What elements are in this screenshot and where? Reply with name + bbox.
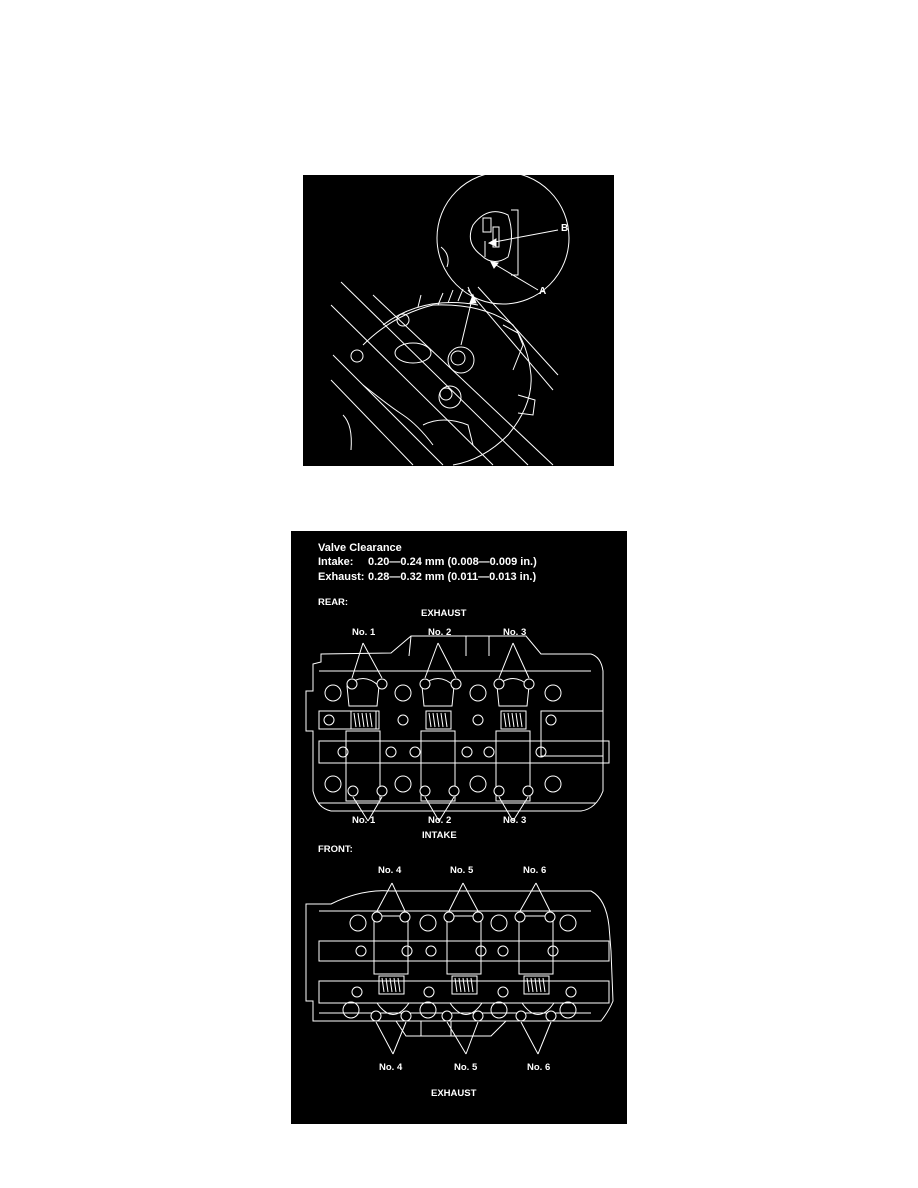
front-top-no4: No. 4 — [378, 865, 402, 876]
front-head — [305, 882, 614, 1055]
engine-line-art — [330, 175, 570, 466]
rear-head — [305, 635, 610, 822]
rear-top-no3: No. 3 — [503, 627, 527, 638]
rear-intake-label: INTAKE — [422, 830, 457, 841]
rear-top-no1: No. 1 — [352, 627, 376, 638]
rear-heading: REAR: — [318, 597, 349, 608]
rear-bottom-no1: No. 1 — [352, 815, 376, 825]
front-exhaust-label: EXHAUST — [431, 1088, 477, 1099]
timing-mark-illustration: B A — [303, 175, 614, 466]
exhaust-spec-value: 0.28—0.32 mm (0.011—0.013 in.) — [368, 571, 537, 582]
callout-b: B — [561, 223, 569, 234]
exhaust-spec-label: Exhaust: — [318, 571, 365, 582]
callout-a: A — [539, 286, 547, 297]
cylinder-head-line-art — [305, 635, 614, 1055]
valve-clearance-diagram: Valve Clearance Intake: 0.20—0.24 mm (0.… — [291, 531, 627, 1124]
rear-bottom-no2: No. 2 — [428, 815, 452, 825]
rear-bottom-no3: No. 3 — [503, 815, 527, 825]
rear-exhaust-label: EXHAUST — [421, 608, 467, 619]
intake-spec-label: Intake: — [318, 556, 354, 568]
diagram-title: Valve Clearance — [318, 542, 402, 554]
front-bottom-no5: No. 5 — [454, 1062, 478, 1073]
front-heading: FRONT: — [318, 844, 353, 855]
intake-spec-value: 0.20—0.24 mm (0.008—0.009 in.) — [368, 556, 537, 568]
front-bottom-no6: No. 6 — [527, 1062, 551, 1073]
rear-top-no2: No. 2 — [428, 627, 452, 638]
front-top-no5: No. 5 — [450, 865, 474, 876]
front-top-no6: No. 6 — [523, 865, 547, 876]
front-bottom-no4: No. 4 — [379, 1062, 403, 1073]
